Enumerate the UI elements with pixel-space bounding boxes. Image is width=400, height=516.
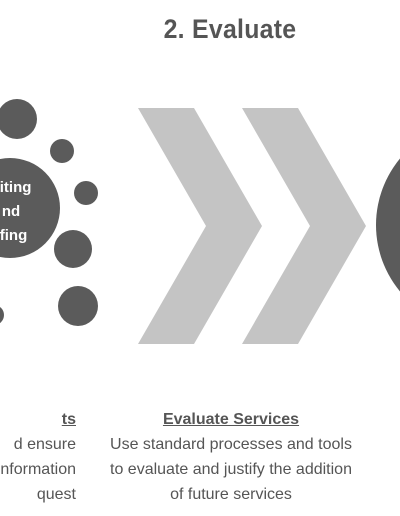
- satellite-circle: [50, 139, 74, 163]
- evaluate-line: of future services: [170, 486, 292, 503]
- hub-label-line: uiting: [0, 179, 32, 196]
- stage-circle: [376, 158, 400, 292]
- chevron-arrow: [242, 108, 366, 344]
- satellite-circle: [58, 286, 98, 326]
- satellite-circle: [0, 99, 37, 139]
- left-caption-line: nformation: [0, 461, 76, 478]
- satellite-circle: [0, 307, 4, 323]
- hub-label-line: nd: [1, 203, 21, 220]
- satellite-circle: [74, 181, 98, 205]
- satellite-circle: [54, 230, 92, 268]
- evaluate-heading: Evaluate Services: [162, 411, 300, 428]
- hub-label-line: ffing: [0, 227, 28, 244]
- left-caption: ts d ensure nformation quest: [0, 407, 76, 507]
- chevron-arrow: [138, 108, 262, 344]
- left-caption-line: quest: [36, 486, 76, 503]
- hub-label: uiting nd ffing: [0, 176, 62, 248]
- left-caption-heading: ts: [61, 411, 76, 428]
- left-caption-line: d ensure: [13, 436, 76, 453]
- evaluate-line: Use standard processes and tools: [110, 436, 352, 453]
- evaluate-caption: Evaluate Services Use standard processes…: [90, 407, 372, 507]
- page-title: 2. Evaluate: [163, 14, 297, 44]
- hub-circle: [0, 158, 60, 258]
- evaluate-line: to evaluate and justify the addition: [110, 461, 352, 478]
